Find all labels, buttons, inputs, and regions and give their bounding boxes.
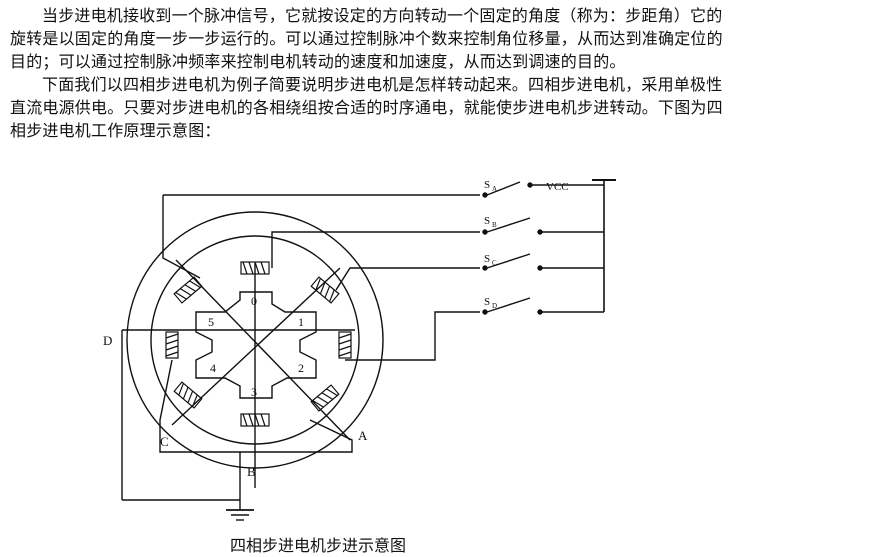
body-text: 当步进电机接收到一个脉冲信号，它就按设定的方向转动一个固定的角度（称为：步距角）… bbox=[10, 4, 862, 142]
switch-d-label: S bbox=[484, 296, 490, 308]
phase-c-diagonal bbox=[171, 267, 341, 426]
switch-c-label: S bbox=[484, 253, 490, 265]
rotor-tooth-1-label: 1 bbox=[298, 315, 304, 329]
switch-bank bbox=[482, 179, 616, 315]
switch-b-label: S bbox=[484, 215, 490, 227]
stepper-motor-diagram: VCC S A S B S C S D D C B A 0 1 2 3 4 5 bbox=[103, 179, 616, 521]
switch-d-subscript: D bbox=[492, 302, 497, 310]
switch-a-subscript: A bbox=[492, 185, 497, 193]
paragraph-2-line-2: 直流电源供电。只要对步进电机的各相绕组按合适的时序通电，就能使步进电机步进转动。… bbox=[10, 98, 723, 117]
rotor-tooth-5-label: 5 bbox=[208, 315, 214, 329]
switch-a-label: S bbox=[484, 179, 490, 191]
paragraph-1-line-1: 当步进电机接收到一个脉冲信号，它就按设定的方向转动一个固定的角度（称为：步距角）… bbox=[42, 6, 723, 25]
rotor-tooth-4-label: 4 bbox=[210, 361, 216, 375]
stator-windings bbox=[165, 261, 352, 427]
rotor-tooth-2-label: 2 bbox=[298, 361, 304, 375]
wiring bbox=[121, 194, 480, 510]
rotor-body bbox=[195, 291, 317, 399]
paragraph-2-line-1: 下面我们以四相步进电机为例子简要说明步进电机是怎样转动起来。四相步进电机，采用单… bbox=[42, 75, 723, 94]
phase-a-label: A bbox=[358, 428, 368, 443]
paragraph-1-line-2: 旋转是以固定的角度一步一步运行的。可以通过控制脉冲个数来控制角位移量，从而达到准… bbox=[10, 29, 723, 48]
switch-b-subscript: B bbox=[492, 221, 497, 229]
phase-d-label: D bbox=[103, 333, 112, 348]
paragraph-2: 下面我们以四相步进电机为例子简要说明步进电机是怎样转动起来。四相步进电机，采用单… bbox=[10, 73, 862, 142]
phase-b-label: B bbox=[247, 464, 256, 479]
phase-a-diagonal bbox=[175, 259, 351, 441]
figure-caption: 四相步进电机步进示意图 bbox=[230, 536, 407, 555]
vcc-label: VCC bbox=[546, 181, 569, 193]
ground-icon bbox=[226, 509, 254, 521]
paragraph-2-line-3: 相步进电机工作原理示意图： bbox=[10, 121, 221, 140]
paragraph-1: 当步进电机接收到一个脉冲信号，它就按设定的方向转动一个固定的角度（称为：步距角）… bbox=[10, 4, 862, 73]
paragraph-1-line-3: 目的；可以通过控制脉冲频率来控制电机转动的速度和加速度，从而达到调速的目的。 bbox=[10, 52, 626, 71]
rotor-tooth-0-label: 0 bbox=[251, 294, 257, 308]
switch-c-subscript: C bbox=[492, 259, 497, 267]
phase-c-label: C bbox=[160, 434, 169, 449]
rotor-tooth-3-label: 3 bbox=[251, 385, 257, 399]
